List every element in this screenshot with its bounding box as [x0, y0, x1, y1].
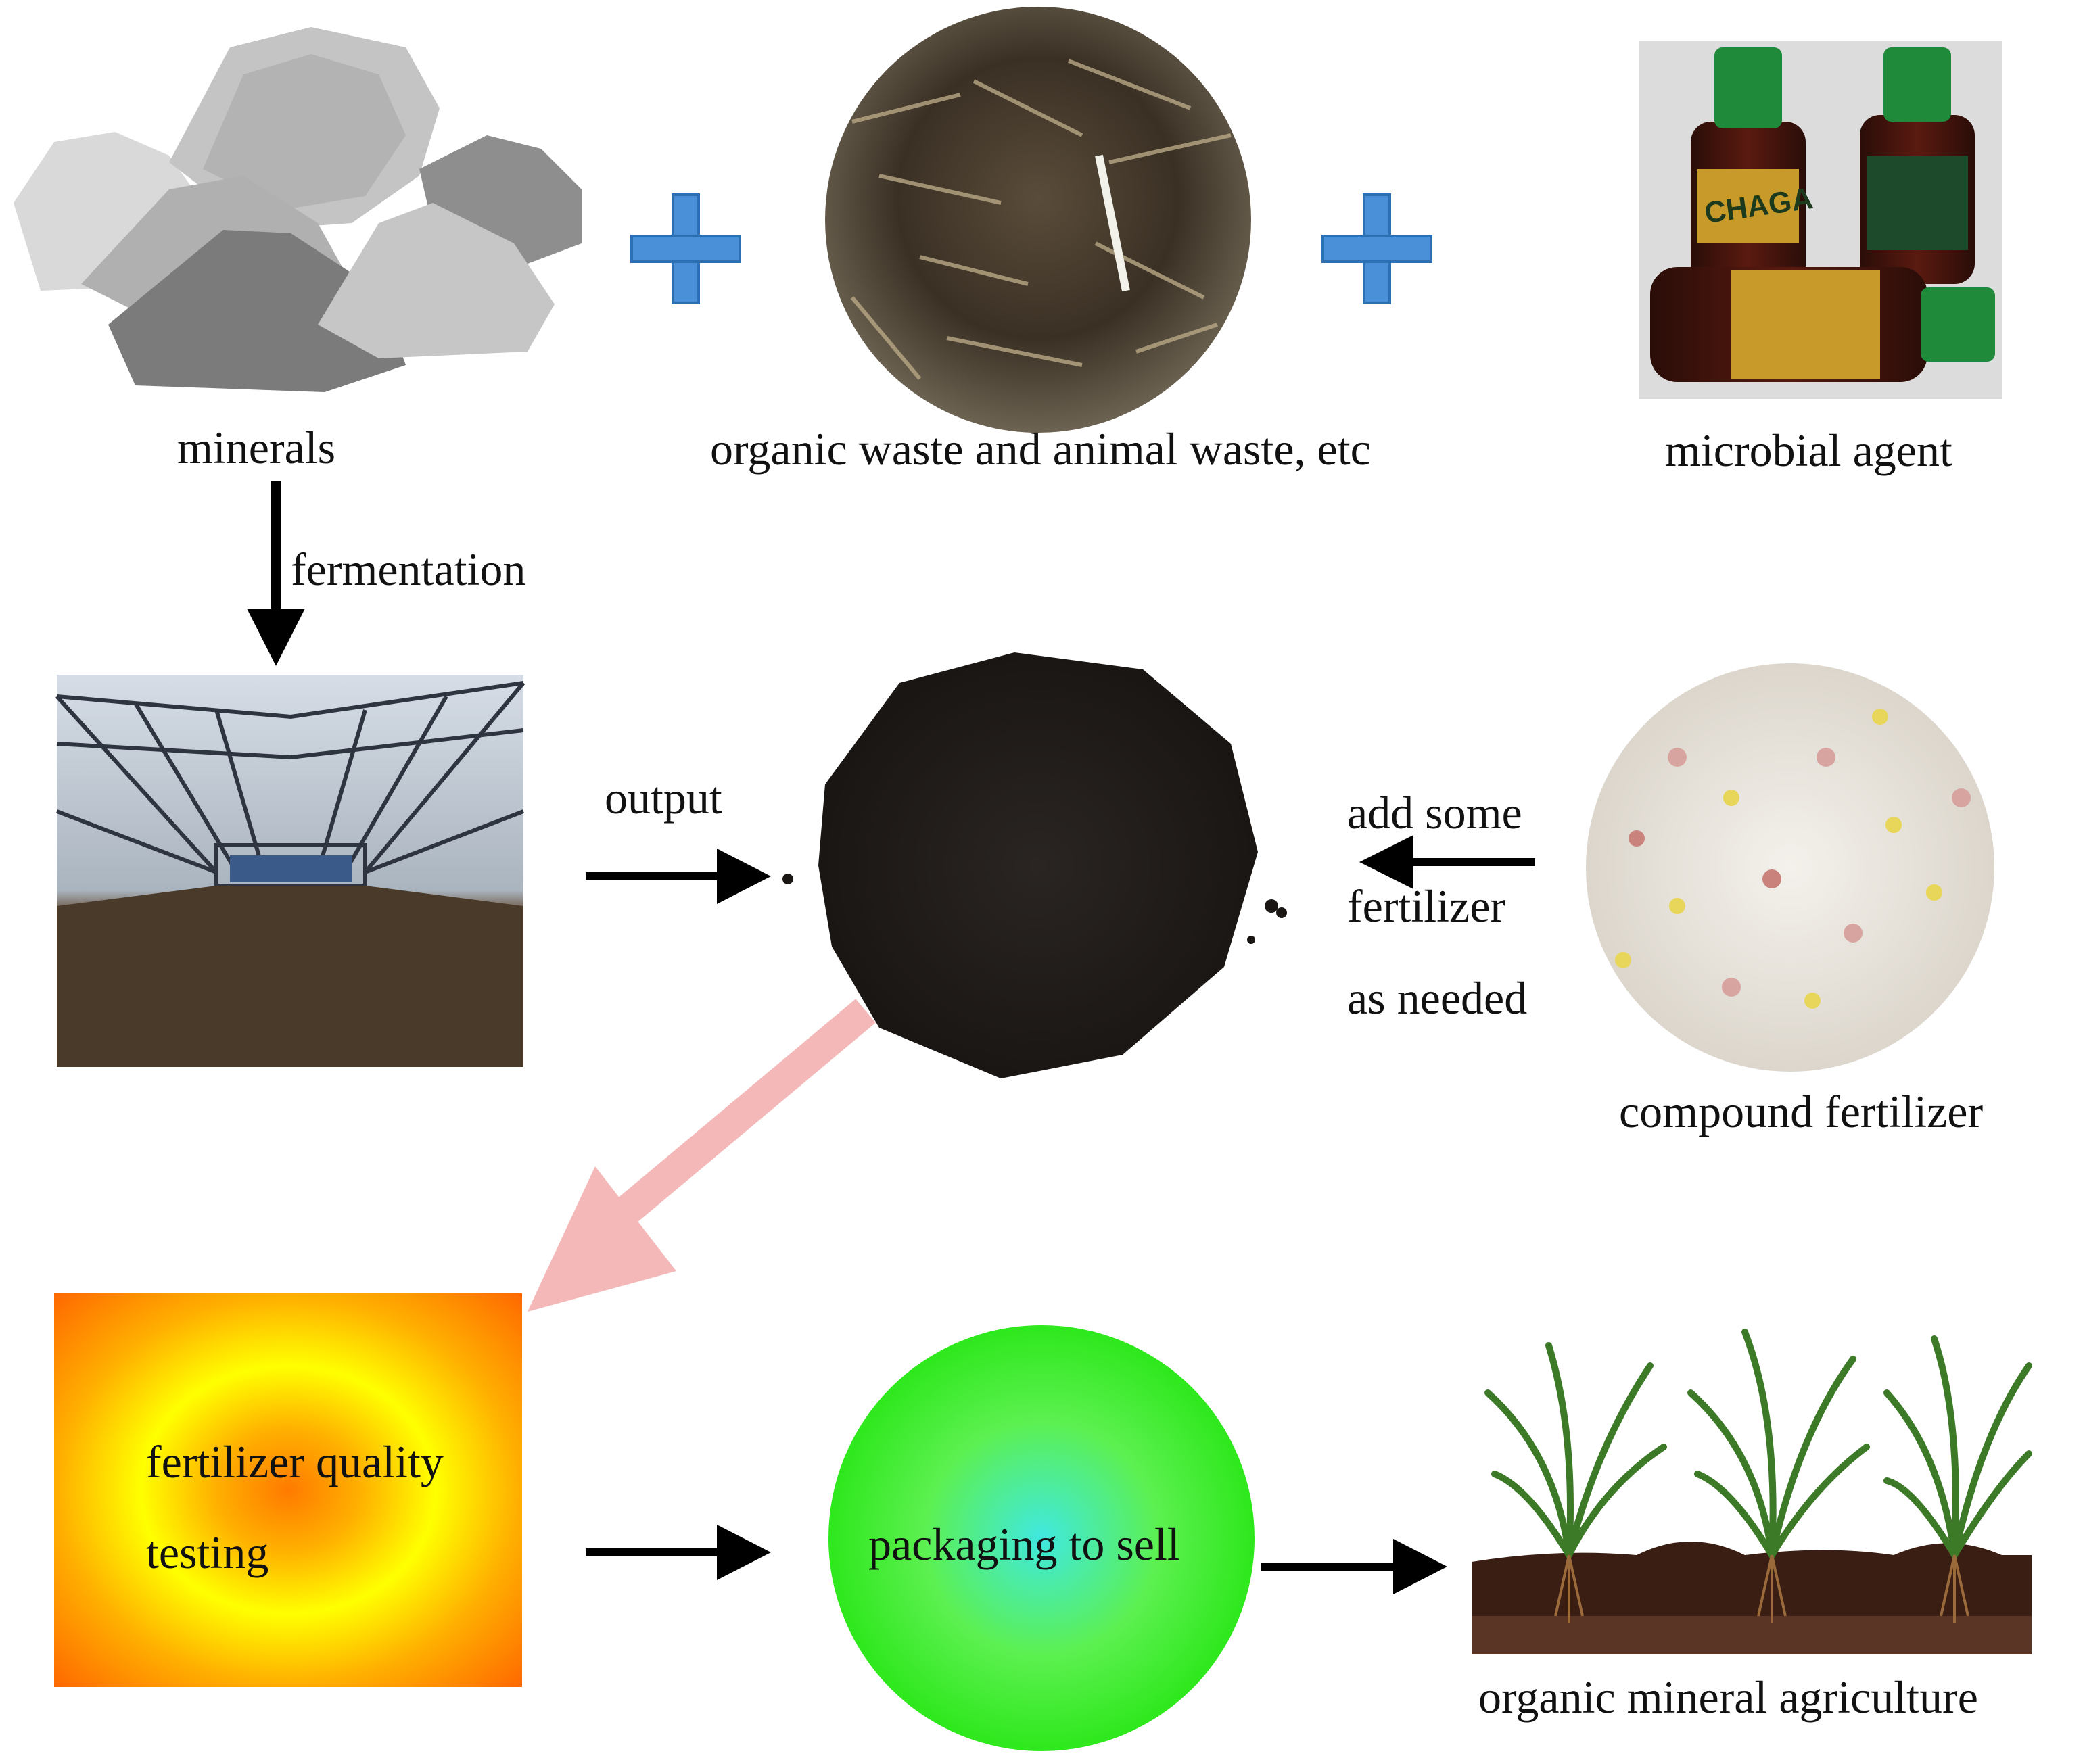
compound-fertilizer-image: [1586, 663, 1994, 1072]
fertilizer-label: fertilizer: [1347, 880, 1506, 932]
add-fertilizer-arrow: [1359, 835, 1535, 889]
packaging-label: packaging to sell: [868, 1519, 1180, 1570]
output-arrow: [586, 849, 771, 904]
packaging-circle: [828, 1325, 1255, 1751]
as-needed-label: as needed: [1347, 972, 1528, 1024]
plus-icon: [630, 193, 741, 304]
fermentation-arrow: [247, 481, 305, 666]
fermentation-greenhouse-image: [55, 675, 525, 1067]
output-label: output: [605, 772, 722, 824]
organic-fertilizer-granules-image: [782, 652, 1287, 1078]
minerals-image: [14, 27, 582, 392]
minerals-label: minerals: [177, 422, 336, 473]
agriculture-image: [1472, 1329, 2032, 1654]
to-agriculture-arrow: [1261, 1539, 1447, 1594]
quality-testing-label-line1: fertilizer quality: [146, 1436, 444, 1487]
plus-icon: [1321, 193, 1432, 304]
microbial-agent-label: microbial agent: [1665, 425, 1952, 476]
quality-testing-box: [54, 1293, 522, 1687]
microbial-agent-image: [1639, 41, 2002, 399]
quality-testing-label-line2: testing: [146, 1527, 269, 1578]
to-packaging-arrow: [586, 1525, 771, 1580]
testing-arrow: [528, 999, 876, 1312]
add-some-label: add some: [1347, 787, 1522, 838]
compound-fertilizer-label: compound fertilizer: [1619, 1086, 1984, 1137]
agriculture-label: organic mineral agriculture: [1478, 1671, 1978, 1723]
organic-waste-label: organic waste and animal waste, etc: [710, 423, 1371, 475]
fermentation-label: fermentation: [291, 544, 526, 595]
organic-waste-image: [825, 7, 1251, 433]
